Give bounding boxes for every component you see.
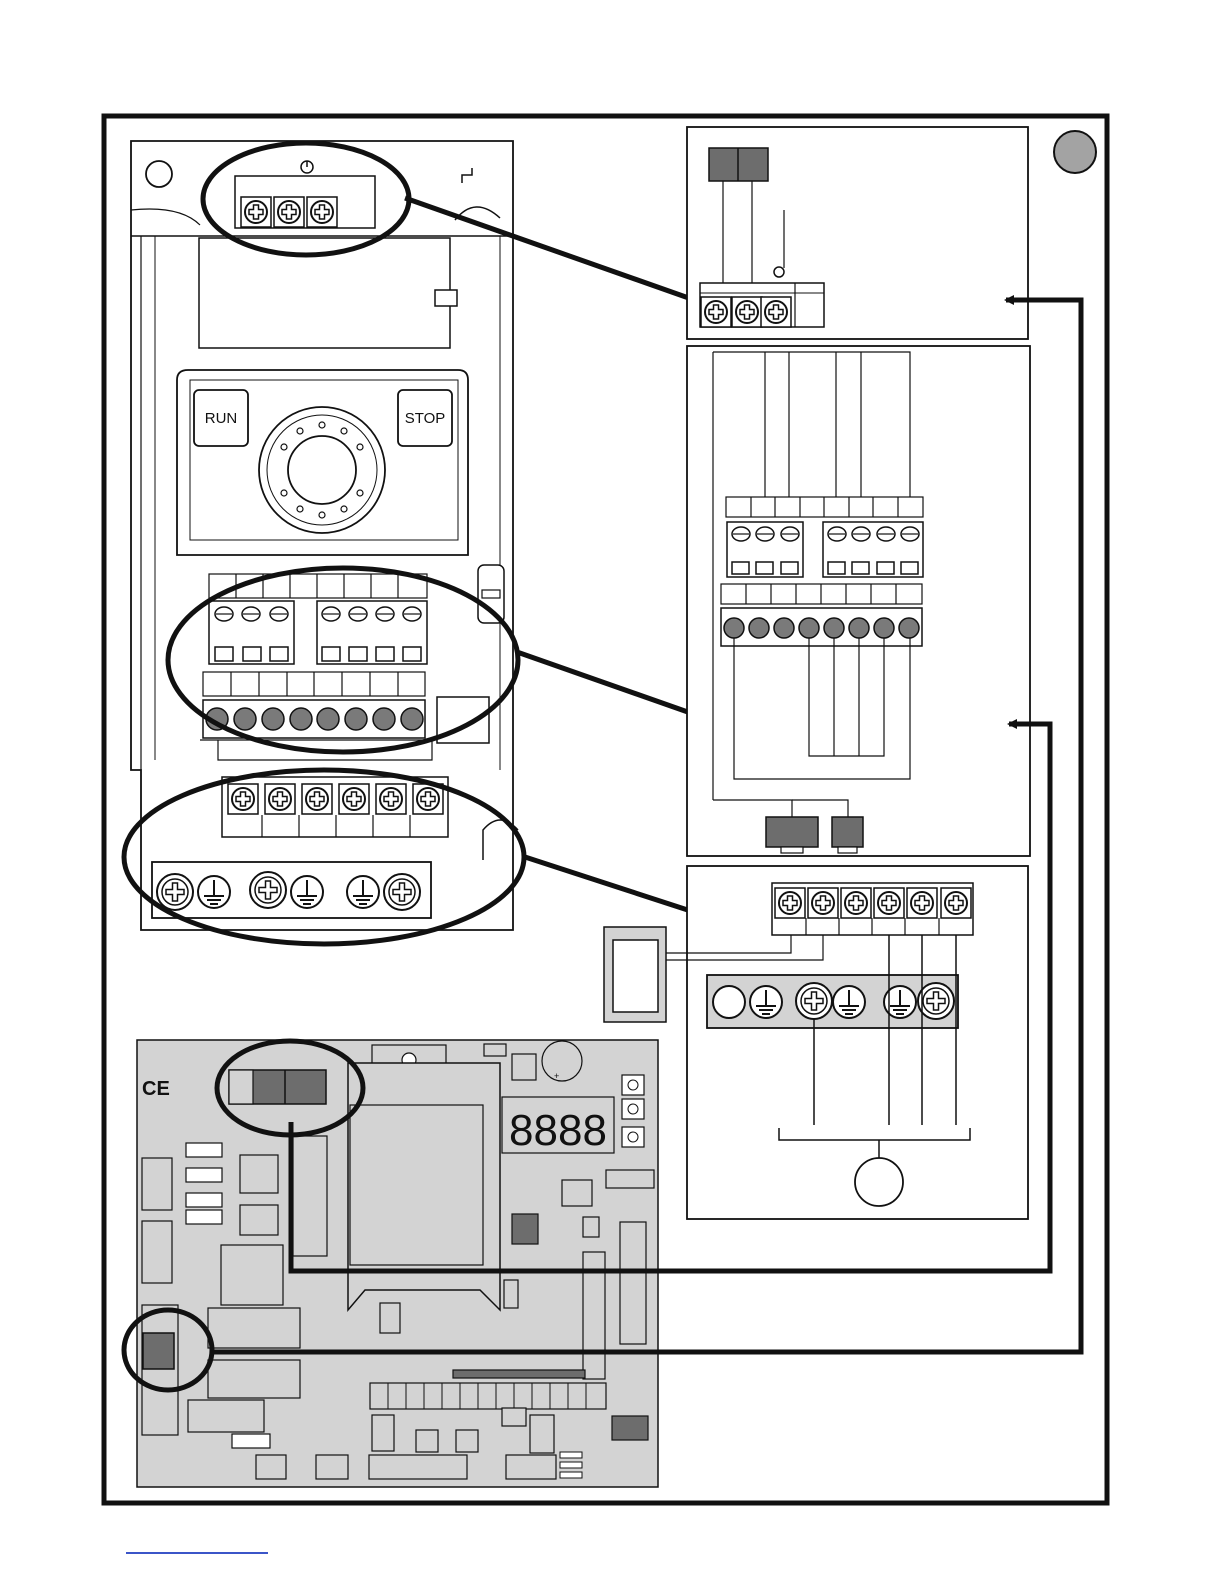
jog-dial[interactable] — [259, 407, 385, 533]
detail-panel-supply — [687, 127, 1096, 339]
arrow-to-power-detail — [525, 857, 700, 914]
board-capacitor — [542, 1041, 582, 1081]
mounting-hole — [146, 161, 172, 187]
detail-panel-control — [687, 346, 1030, 856]
detail-panel-motor — [604, 866, 1028, 1219]
variable-frequency-drive: RUN STOP — [131, 141, 518, 930]
drive-top-terminal — [307, 197, 337, 227]
motor-symbol — [855, 1158, 903, 1206]
drive-top-terminal — [274, 197, 304, 227]
run-button-label: RUN — [205, 410, 238, 427]
drive-top-terminal — [241, 197, 271, 227]
board-buttons[interactable] — [622, 1075, 644, 1147]
ce-mark: CE — [142, 1078, 170, 1100]
stop-button-label: STOP — [405, 410, 446, 427]
footer-link[interactable] — [126, 1552, 268, 1554]
board-bus-connector — [143, 1333, 174, 1369]
detail-badge — [1054, 131, 1096, 173]
ground-mark-icon — [774, 267, 784, 277]
accessory-connector — [766, 817, 818, 847]
board-display-digits: 8888 — [509, 1106, 607, 1155]
accessory-connector — [832, 817, 863, 847]
control-board: CE + 8888 — [137, 1040, 658, 1487]
drive-switch — [435, 290, 457, 306]
arrow-to-control-detail — [517, 652, 702, 717]
capacitor-mark: + — [554, 1071, 559, 1081]
